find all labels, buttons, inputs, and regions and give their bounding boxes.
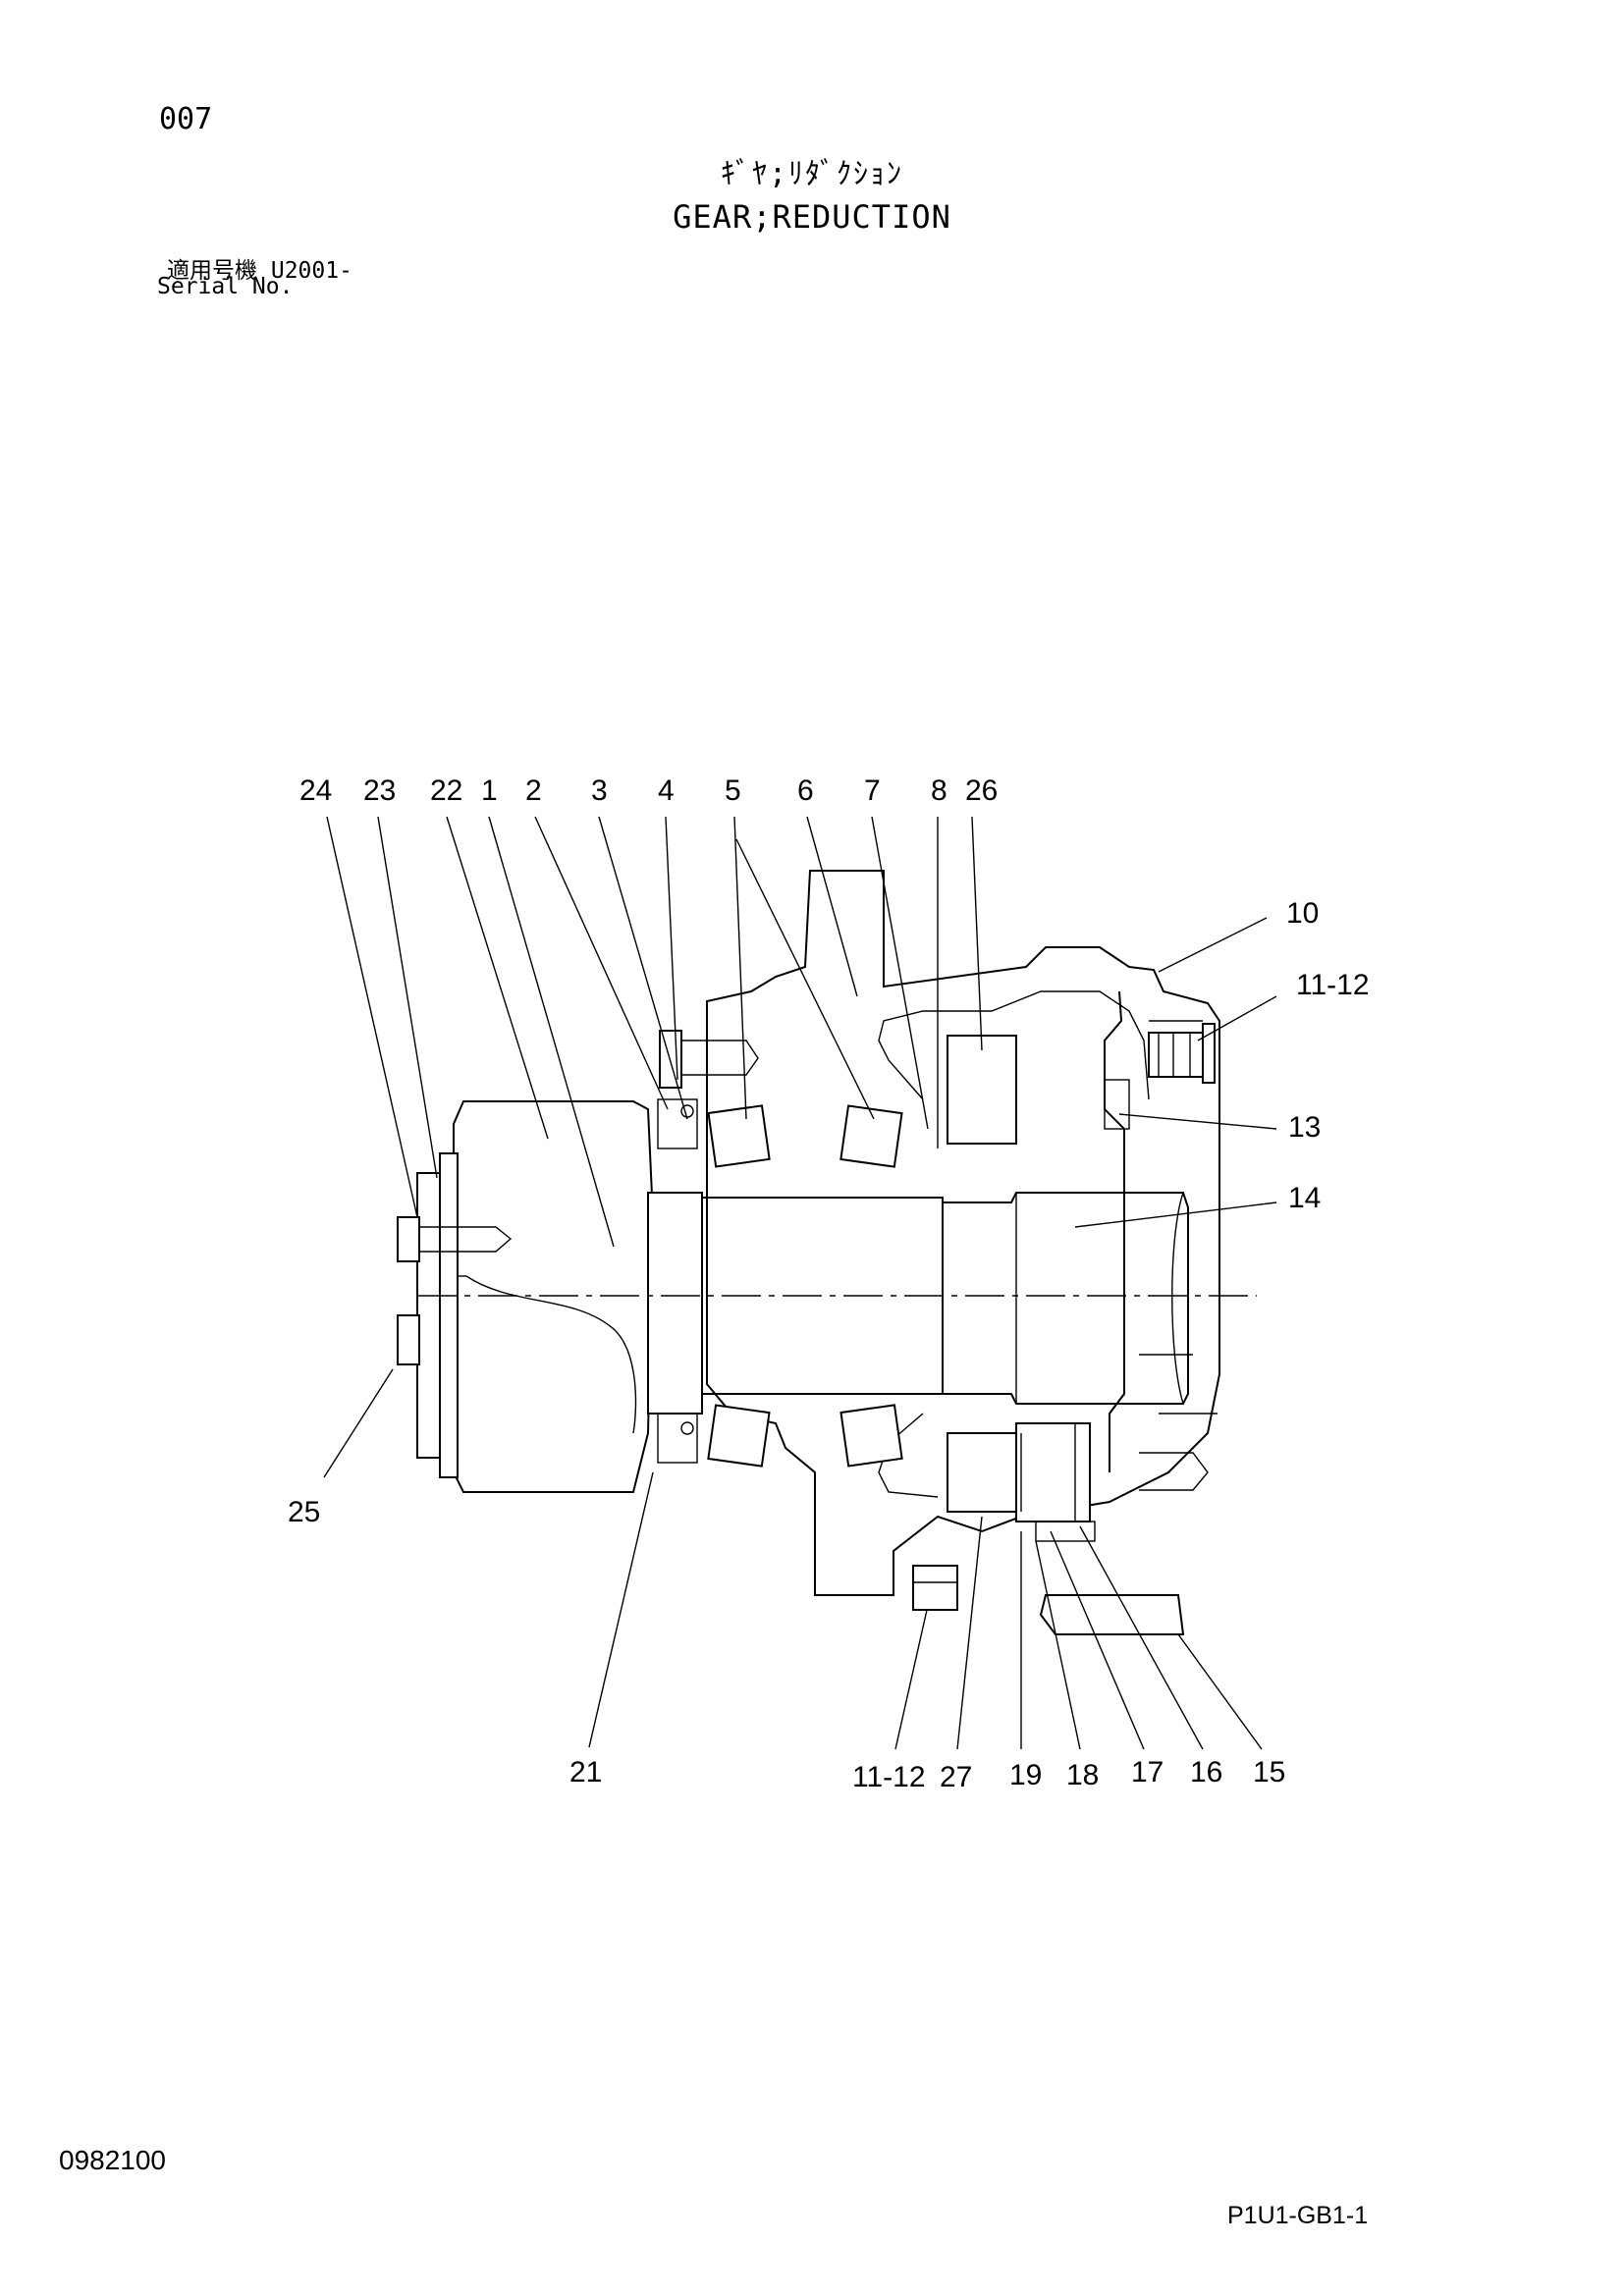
callout-14: 14 xyxy=(1288,1182,1321,1214)
document-code: 0982100 xyxy=(59,2145,167,2175)
callout-27: 27 xyxy=(940,1761,972,1793)
callout-3: 3 xyxy=(591,774,608,807)
callout-6: 6 xyxy=(797,774,814,807)
callout-1: 1 xyxy=(481,774,498,807)
callout-11-12-lower: 11-12 xyxy=(852,1761,926,1793)
callout-15: 15 xyxy=(1253,1756,1285,1789)
callout-24: 24 xyxy=(299,774,332,807)
callout-8: 8 xyxy=(931,774,947,807)
callout-4: 4 xyxy=(658,774,675,807)
serial-label-japanese: 適用号機 U2001- xyxy=(167,258,352,284)
callout-11-12-upper: 11-12 xyxy=(1296,969,1370,1001)
callout-10: 10 xyxy=(1286,897,1319,930)
callout-7: 7 xyxy=(864,774,881,807)
callout-13: 13 xyxy=(1288,1111,1321,1144)
leader-lines xyxy=(323,816,1277,1750)
callout-21: 21 xyxy=(569,1756,602,1789)
page-number: 007 xyxy=(159,102,213,136)
assembly-drawing xyxy=(397,870,1257,1635)
callout-labels: 24 23 22 1 2 3 4 5 6 7 8 26 10 11-12 13 … xyxy=(288,774,1370,1793)
page-code: P1U1-GB1-1 xyxy=(1227,2202,1369,2229)
serial-label-english: Serial No. xyxy=(157,274,294,299)
callout-2: 2 xyxy=(525,774,542,807)
callout-26: 26 xyxy=(965,774,998,807)
title-english: GEAR;REDUCTION xyxy=(673,198,951,236)
callout-18: 18 xyxy=(1066,1759,1099,1791)
callout-5: 5 xyxy=(725,774,741,807)
callout-25: 25 xyxy=(288,1496,320,1528)
title-japanese: ｷﾞﾔ;ﾘﾀﾞｸｼｮﾝ xyxy=(720,157,904,191)
callout-19: 19 xyxy=(1009,1759,1042,1791)
callout-22: 22 xyxy=(430,774,462,807)
callout-17: 17 xyxy=(1131,1756,1164,1789)
callout-23: 23 xyxy=(363,774,396,807)
callout-16: 16 xyxy=(1190,1756,1222,1789)
